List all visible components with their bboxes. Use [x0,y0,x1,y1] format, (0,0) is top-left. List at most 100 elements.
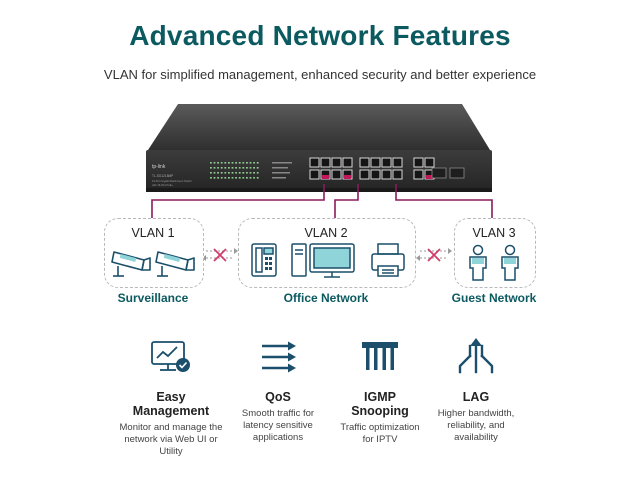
blocked-link-right [416,248,452,262]
sfp-port [449,167,465,179]
ethernet-port [309,169,320,180]
vlan3-line [395,184,493,218]
status-led [238,172,241,174]
sfp-port [431,167,447,179]
status-led [213,162,216,164]
svg-text:16-Port Gigabit Rackmount Swit: 16-Port Gigabit Rackmount Switch [152,179,192,183]
status-led [238,162,241,164]
vlan1-line [151,184,325,218]
model-text: TL-SG1218MP [152,174,173,178]
status-led [253,177,255,179]
cctv-camera-icon [111,251,195,277]
status-led [213,172,216,174]
vlan-port-highlight [344,175,351,179]
ethernet-port [342,157,353,168]
group-label-guest: Guest Network [451,291,537,305]
group-label-office: Office Network [283,291,369,305]
status-led [217,177,219,179]
multicast-tree-icon [362,342,398,370]
monitor-check-icon [151,341,190,372]
ethernet-port [331,157,342,168]
ethernet-port [359,157,370,168]
vlan2-label: VLAN 2 [304,226,348,240]
status-led [217,167,219,169]
vlan3-label: VLAN 3 [472,226,516,240]
status-led [213,167,216,169]
ethernet-port [392,157,403,168]
status-led [224,162,227,164]
status-led [210,172,212,174]
status-led [228,172,230,174]
ethernet-port [424,157,435,168]
ethernet-port [370,157,381,168]
status-led [249,172,252,174]
status-led [231,167,234,169]
status-led [220,167,223,169]
ethernet-port [381,169,392,180]
status-led [210,177,212,179]
status-led [231,177,234,179]
status-led [246,177,248,179]
status-led [231,162,234,164]
status-led [246,162,248,164]
status-led [210,162,212,164]
ethernet-port [413,157,424,168]
status-led [228,167,230,169]
status-led [253,162,255,164]
person-icon [469,244,519,281]
status-led [224,172,227,174]
feature-qos: QoS Smooth traffic for latency sensitive… [241,390,315,443]
feature-igmp-snooping: IGMP Snooping Traffic optimization for I… [340,390,420,445]
status-led [246,167,248,169]
status-led [242,172,245,174]
status-led [235,162,237,164]
status-led [238,177,241,179]
status-led [220,162,223,164]
status-led [220,172,223,174]
status-led [249,177,252,179]
ethernet-port [309,157,320,168]
status-led [235,172,237,174]
ethernet-port [381,157,392,168]
status-led [242,167,245,169]
switch-top-face [148,104,490,150]
status-led [224,167,227,169]
status-led [217,172,219,174]
status-led [256,167,259,169]
vlan3-box [454,218,536,288]
status-led [235,167,237,169]
office-devices-icon [251,243,405,278]
status-led [246,172,248,174]
vlan2-line [334,184,359,218]
status-led [242,162,245,164]
status-led [256,172,259,174]
ethernet-port [392,169,403,180]
status-led [217,162,219,164]
status-led [228,162,230,164]
status-led [231,172,234,174]
vlan-connection-lines [151,184,493,218]
status-led [256,177,259,179]
qos-arrows-icon [262,341,296,373]
status-led [242,177,245,179]
page-subtitle: VLAN for simplified management, enhanced… [103,67,537,82]
feature-easy-management: Easy Management Monitor and manage the n… [119,390,223,457]
page-title: Advanced Network Features [129,20,511,51]
status-led [228,177,230,179]
ethernet-port [320,157,331,168]
vlan-port-highlight [426,175,433,179]
status-led-grid [210,162,259,179]
status-led [235,177,237,179]
ethernet-port [359,169,370,180]
link-aggregation-icon [458,338,494,374]
status-led [213,177,216,179]
vlan-port-highlight [322,175,329,179]
status-led [253,172,255,174]
feature-lag: LAG Higher bandwidth, reliability, and a… [437,390,515,443]
status-led [238,167,241,169]
brand-logo-text: tp-link [152,164,166,170]
status-led [210,167,212,169]
ethernet-port [331,169,342,180]
blocked-link-left [202,248,238,262]
